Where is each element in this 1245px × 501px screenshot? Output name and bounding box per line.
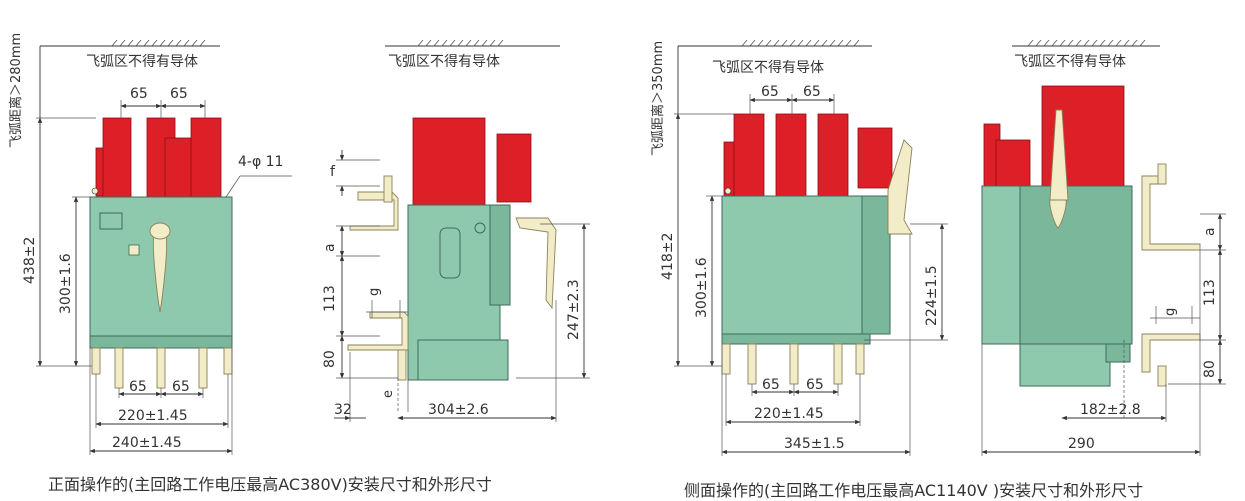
button — [128, 244, 140, 256]
height-body: 300±1.6 — [58, 253, 74, 314]
width-345: 345±1.5 — [784, 436, 845, 452]
arc-distance-label-r: 飞弧距离＞350mm — [650, 41, 666, 156]
terminal-red — [102, 117, 132, 199]
side-304: 304±2.6 — [428, 402, 489, 418]
busbar-bottom — [347, 311, 409, 351]
busbar-top-r — [1141, 175, 1201, 251]
busbar-bottom-r — [1141, 333, 1201, 373]
arc-zone-label-3: 飞弧区不得有导体 — [712, 59, 824, 76]
height-total: 438±2 — [22, 237, 38, 284]
arc-zone-hatch — [40, 39, 220, 47]
terminal-red — [164, 137, 192, 199]
caption-left: 正面操作的(主回路工作电压最高AC380V)安装尺寸和外形尺寸 — [48, 475, 492, 494]
body-base — [89, 335, 233, 349]
side-224: 224±1.5 — [924, 265, 940, 326]
side-182: 182±2.8 — [1080, 402, 1141, 418]
side-g-r: g — [1163, 308, 1178, 316]
handle-side — [515, 217, 557, 310]
dim-bot-65a-r: 65 — [762, 377, 780, 393]
terminal-red — [857, 127, 893, 189]
side-113-r: 113 — [1202, 279, 1218, 306]
busbar-bolt — [383, 175, 393, 203]
breaker-base — [417, 339, 509, 381]
side-80-r: 80 — [1202, 360, 1218, 378]
side-g: g — [367, 288, 382, 296]
dim-bot-65b: 65 — [172, 379, 190, 395]
bottom-terminal — [855, 343, 865, 375]
arc-zone-label-2: 飞弧区不得有导体 — [388, 53, 500, 70]
terminal-red — [190, 117, 222, 199]
breaker-side-r-panel — [1019, 185, 1133, 345]
bottom-terminal — [833, 343, 843, 385]
dim-bot-65a: 65 — [129, 379, 147, 395]
dim-top-65a: 65 — [130, 86, 148, 102]
handle-side-r — [1049, 109, 1069, 201]
bottom-terminal — [747, 343, 757, 385]
bolt — [91, 187, 99, 195]
breaker-body-r — [721, 195, 871, 343]
dim-top-65a-r: 65 — [761, 84, 779, 100]
arc-chute — [412, 117, 486, 209]
terminal-red — [775, 113, 807, 199]
side-a-r: a — [1202, 227, 1218, 236]
side-290: 290 — [1068, 436, 1095, 452]
width-220-r: 220±1.45 — [754, 406, 824, 422]
left-front-view: 飞弧区不得有导体 飞弧距离＞280mm 65 65 4- — [8, 33, 292, 455]
bottom-terminal — [198, 347, 208, 389]
breaker-side-front — [489, 204, 511, 306]
handle-r — [887, 139, 913, 235]
body-base-r — [721, 333, 871, 345]
terminal-red — [817, 113, 849, 199]
bottom-terminal — [156, 347, 166, 389]
bottom-terminal — [114, 347, 124, 389]
side-a: a — [322, 243, 338, 252]
caption-right: 侧面操作的(主回路工作电压最高AC1140V )安装尺寸和外形尺寸 — [684, 481, 1143, 500]
handle-top — [149, 222, 171, 240]
right-side-view: 飞弧区不得有导体 a 113 80 g 182±2.8 — [981, 39, 1226, 456]
side-80: 80 — [322, 350, 338, 368]
terminal-red — [733, 113, 765, 199]
breaker-base-r — [1019, 343, 1111, 387]
right-front-view: 飞弧区不得有导体 飞弧距离＞350mm 65 65 418±2 300±1.6 — [650, 39, 948, 456]
width-220: 220±1.45 — [118, 408, 188, 424]
side-e: e — [381, 390, 396, 398]
breaker-base-r2 — [1105, 343, 1131, 363]
side-247: 247±2.3 — [566, 279, 582, 340]
dim-top-65b: 65 — [170, 86, 188, 102]
bottom-terminal — [223, 347, 233, 375]
height-total-r: 418±2 — [660, 233, 676, 280]
breaker-body-side — [861, 195, 891, 335]
side-113: 113 — [322, 285, 338, 312]
arc-chute — [496, 133, 532, 203]
side-f: f — [330, 164, 336, 180]
arc-zone-label: 飞弧区不得有导体 — [86, 53, 198, 70]
bottom-terminal — [789, 343, 799, 385]
bottom-terminal — [91, 347, 101, 375]
busbar-bolt — [397, 349, 407, 381]
handle — [152, 231, 168, 313]
bottom-terminal — [721, 343, 731, 375]
dim-top-65b-r: 65 — [803, 84, 821, 100]
side-32: 32 — [334, 402, 352, 418]
mount-hole-label: 4-φ 11 — [238, 154, 283, 170]
arc-chute — [995, 139, 1031, 195]
left-side-view: 飞弧区不得有导体 f a 113 80 g — [322, 39, 590, 422]
indicator-window — [99, 212, 123, 230]
dim-bot-65b-r: 65 — [806, 377, 824, 393]
arc-distance-label: 飞弧距离＞280mm — [8, 33, 24, 148]
width-240: 240±1.45 — [112, 435, 182, 451]
arc-zone-label-4: 飞弧区不得有导体 — [1014, 53, 1126, 70]
height-body-r: 300±1.6 — [694, 257, 710, 318]
